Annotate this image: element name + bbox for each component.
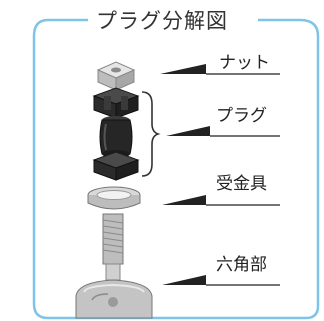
label-seat: 受金具 [216, 174, 267, 194]
frame-border-left [32, 18, 320, 320]
label-plug: プラグ [216, 106, 267, 126]
plug-lower-block [92, 151, 140, 181]
diagram-title: プラグ分解図 [96, 9, 228, 33]
label-hex: 六角部 [216, 255, 267, 275]
leader-seat [162, 195, 280, 206]
seat-ring-part [87, 186, 141, 210]
label-nut: ナット [219, 53, 270, 73]
plug-brace [141, 91, 161, 177]
nut-part [96, 61, 136, 91]
bolt-part [102, 213, 124, 281]
leader-plug [166, 126, 280, 137]
leader-nut [160, 64, 280, 75]
leader-hex [162, 275, 280, 286]
frame-border-right [258, 18, 320, 306]
hex-base-part [75, 279, 153, 319]
plug-upper-block [92, 87, 140, 119]
